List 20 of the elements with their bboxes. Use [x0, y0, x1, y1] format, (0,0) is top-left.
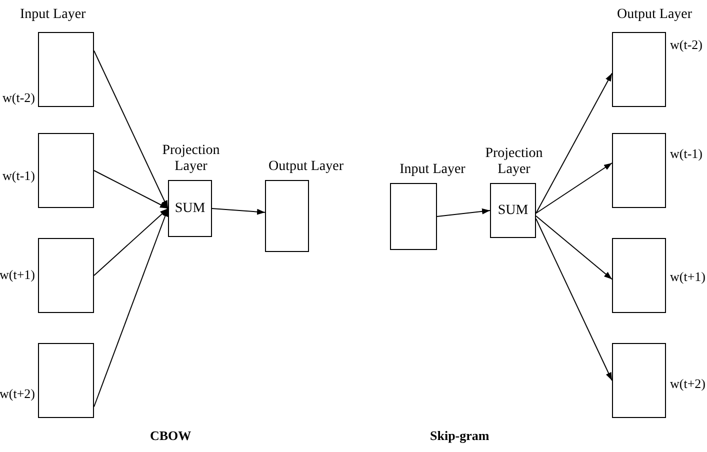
arrow [536, 218, 612, 381]
arrow [536, 216, 612, 280]
layer-heading: Output Layer [267, 159, 345, 175]
arrow [436, 208, 490, 217]
layer-heading: Projection Layer [484, 146, 544, 178]
arrow [94, 208, 168, 276]
arrow [94, 50, 168, 209]
layer-heading: Input Layer [398, 162, 466, 178]
diagram-caption: Skip-gram [430, 427, 490, 445]
operation-label: SUM [174, 200, 206, 218]
arrow [536, 162, 612, 214]
operation-label: SUM [498, 202, 528, 220]
column-heading: Input Layer [20, 6, 86, 24]
layer-heading: Projection Layer [161, 143, 221, 175]
arrow [94, 208, 168, 408]
arrow [536, 72, 612, 214]
arrow [94, 170, 168, 209]
column-heading: Output Layer [617, 6, 692, 24]
diagram-caption: CBOW [150, 427, 192, 445]
arrow [212, 208, 266, 215]
